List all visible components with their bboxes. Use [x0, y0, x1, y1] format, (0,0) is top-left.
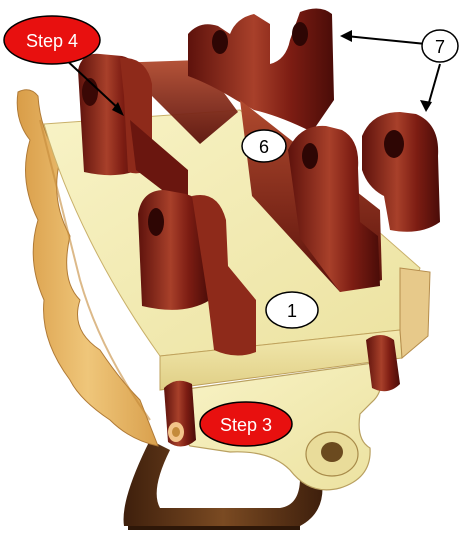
rocker-base	[123, 440, 323, 530]
part7-arrow-upper	[345, 35, 427, 45]
callout-6: 6	[241, 129, 287, 163]
arrow-head-icon	[340, 30, 352, 42]
part7-arrow-lower	[427, 63, 441, 107]
lug-front-left	[138, 190, 256, 356]
arrow-head-icon	[420, 100, 432, 112]
step3-label: Step 3	[220, 415, 272, 435]
callout-step4: Step 4	[3, 15, 124, 116]
lug-rear-left	[78, 53, 188, 210]
loose-lug-right	[362, 112, 440, 232]
callout-step3: Step 3	[199, 401, 293, 447]
lug-front-right	[288, 125, 380, 292]
part7-label: 7	[435, 37, 445, 57]
front-pin-left	[164, 380, 196, 447]
part1-label: 1	[287, 301, 297, 321]
front-pin-right	[366, 335, 400, 392]
callout-7: 7	[340, 29, 459, 112]
callout-1: 1	[265, 291, 319, 329]
step4-arrow-line	[61, 55, 121, 111]
part6-label: 6	[259, 137, 269, 157]
step4-label: Step 4	[26, 31, 78, 51]
arrow-head-icon	[112, 102, 124, 116]
